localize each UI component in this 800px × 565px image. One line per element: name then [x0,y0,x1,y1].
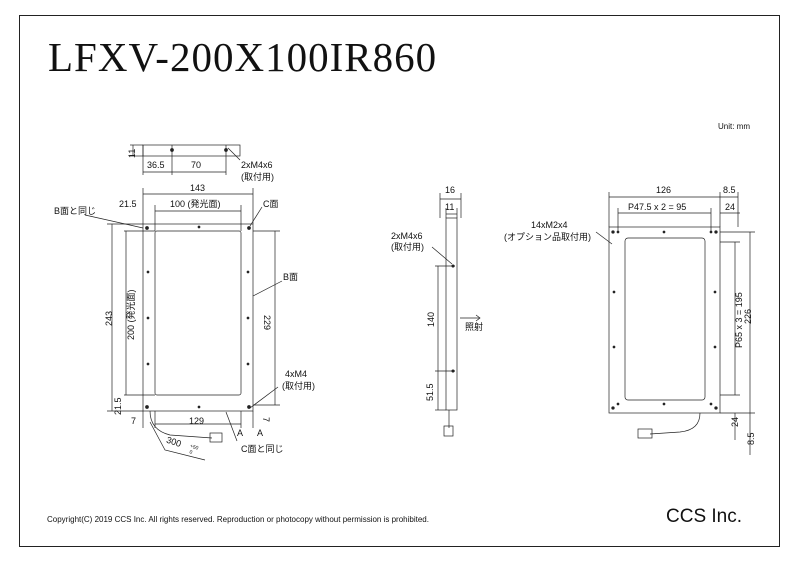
label-hole-top: 2xM4x6 [241,160,273,170]
dim-front-36-5: 36.5 [147,160,165,170]
dim-back-126: 126 [656,185,671,195]
dim-front-200: 200 (発光面) [125,289,136,340]
side-connector [443,425,454,437]
drawing-title: LFXV-200X100IR860 [48,34,438,80]
dim-front-7b: 7 [261,417,271,422]
label-irradiation: 照射 [465,321,483,332]
dim-front-11: 11 [127,149,137,158]
dim-side-140: 140 [426,312,436,327]
copyright-notice: Copyright(C) 2019 CCS Inc. All rights re… [47,515,429,524]
front-emitting-area [154,230,242,396]
dim-front-70: 70 [191,160,201,170]
back-body [608,226,721,414]
label-same-c: C面と同じ [241,444,284,454]
dim-front-300: 300 [165,435,182,449]
label-same-b: B面と同じ [54,206,96,216]
dim-side-11: 11 [445,202,454,212]
dim-front-143: 143 [190,183,205,193]
label-hole-side-note: (取付用) [282,381,315,391]
dim-front-300-tol0: 0 [189,449,194,456]
dim-front-21-5: 21.5 [119,199,137,209]
label-back-hole-note: (オプション品取付用) [504,232,591,242]
dim-back-pitch-h: P47.5 x 2 = 95 [628,202,686,212]
dim-front-21-5b: 21.5 [113,397,123,415]
label-side-hole-note: (取付用) [391,242,424,252]
dim-front-129: 129 [189,416,204,426]
dim-side-51-5: 51.5 [425,383,435,401]
label-section-a1: A [237,428,243,438]
label-face-c: C面 [263,199,279,209]
label-back-hole: 14xM2x4 [531,220,568,230]
dim-side-16: 16 [445,185,455,195]
dim-back-pitch-v: P65 x 3 = 195 [734,292,744,348]
dim-front-300-tol: +50 [189,443,199,451]
dim-front-243: 243 [104,311,114,326]
back-connector [637,428,653,439]
label-face-b: B面 [283,272,298,282]
company-name: CCS Inc. [666,506,743,527]
back-window [624,237,706,401]
dim-back-24b: 24 [730,417,740,427]
dim-front-7a: 7 [131,416,136,426]
dim-back-24: 24 [725,202,735,212]
dim-back-226: 226 [743,309,753,324]
front-holes [145,148,251,409]
dim-back-8-5: 8.5 [723,185,736,195]
label-side-hole: 2xM4x6 [391,231,423,241]
front-body [142,223,254,412]
back-holes [611,230,718,410]
front-connector [209,432,223,443]
dim-front-100: 100 (発光面) [170,198,221,209]
label-hole-side: 4xM4 [285,369,307,379]
label-hole-top-note: (取付用) [241,172,274,182]
drawing-frame [19,15,780,547]
unit-label: Unit: mm [718,122,750,131]
dim-back-8-5b: 8.5 [746,432,756,445]
dim-front-229: 229 [262,315,272,330]
label-section-a2: A [257,428,263,438]
side-body [445,217,458,411]
